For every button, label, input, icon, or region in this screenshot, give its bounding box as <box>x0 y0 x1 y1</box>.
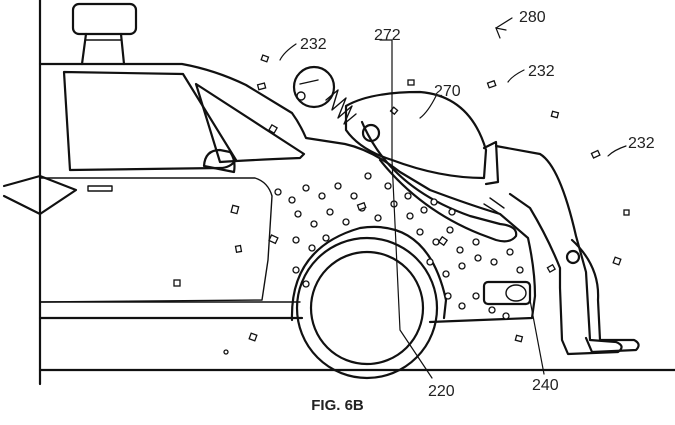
vehicle <box>2 62 537 324</box>
label-280: 280 <box>519 9 546 26</box>
figure-caption: FIG. 6B <box>311 397 364 414</box>
door-handle <box>87 185 113 192</box>
rear-window <box>62 70 238 172</box>
label-270: 270 <box>434 83 461 100</box>
side-mirror <box>202 148 236 174</box>
roof-sensor <box>71 2 138 66</box>
windshield <box>194 82 306 164</box>
label-232-right-top: 232 <box>528 63 555 80</box>
label-272: 272 <box>374 27 401 44</box>
pedestrian-legs <box>494 144 623 356</box>
pedestrian-arm <box>360 120 518 243</box>
pedestrian-belt <box>482 140 500 186</box>
leader-lines <box>279 17 627 379</box>
door-line <box>39 177 273 303</box>
headlight <box>482 280 532 306</box>
label-232-right: 232 <box>628 135 655 152</box>
label-240: 240 <box>532 377 559 394</box>
pedestrian-torso <box>344 90 488 180</box>
pedestrian-head <box>292 65 336 109</box>
vehicle-body-outline <box>38 62 537 324</box>
label-232-top: 232 <box>300 36 327 53</box>
adhesive-layer-dots <box>274 172 524 320</box>
side-arrow <box>2 174 78 216</box>
airborne-fragments <box>173 54 630 355</box>
pedestrian-neck-spring <box>325 89 357 125</box>
label-220: 220 <box>428 383 455 400</box>
pedestrian <box>292 65 640 356</box>
front-wheel <box>290 225 448 380</box>
